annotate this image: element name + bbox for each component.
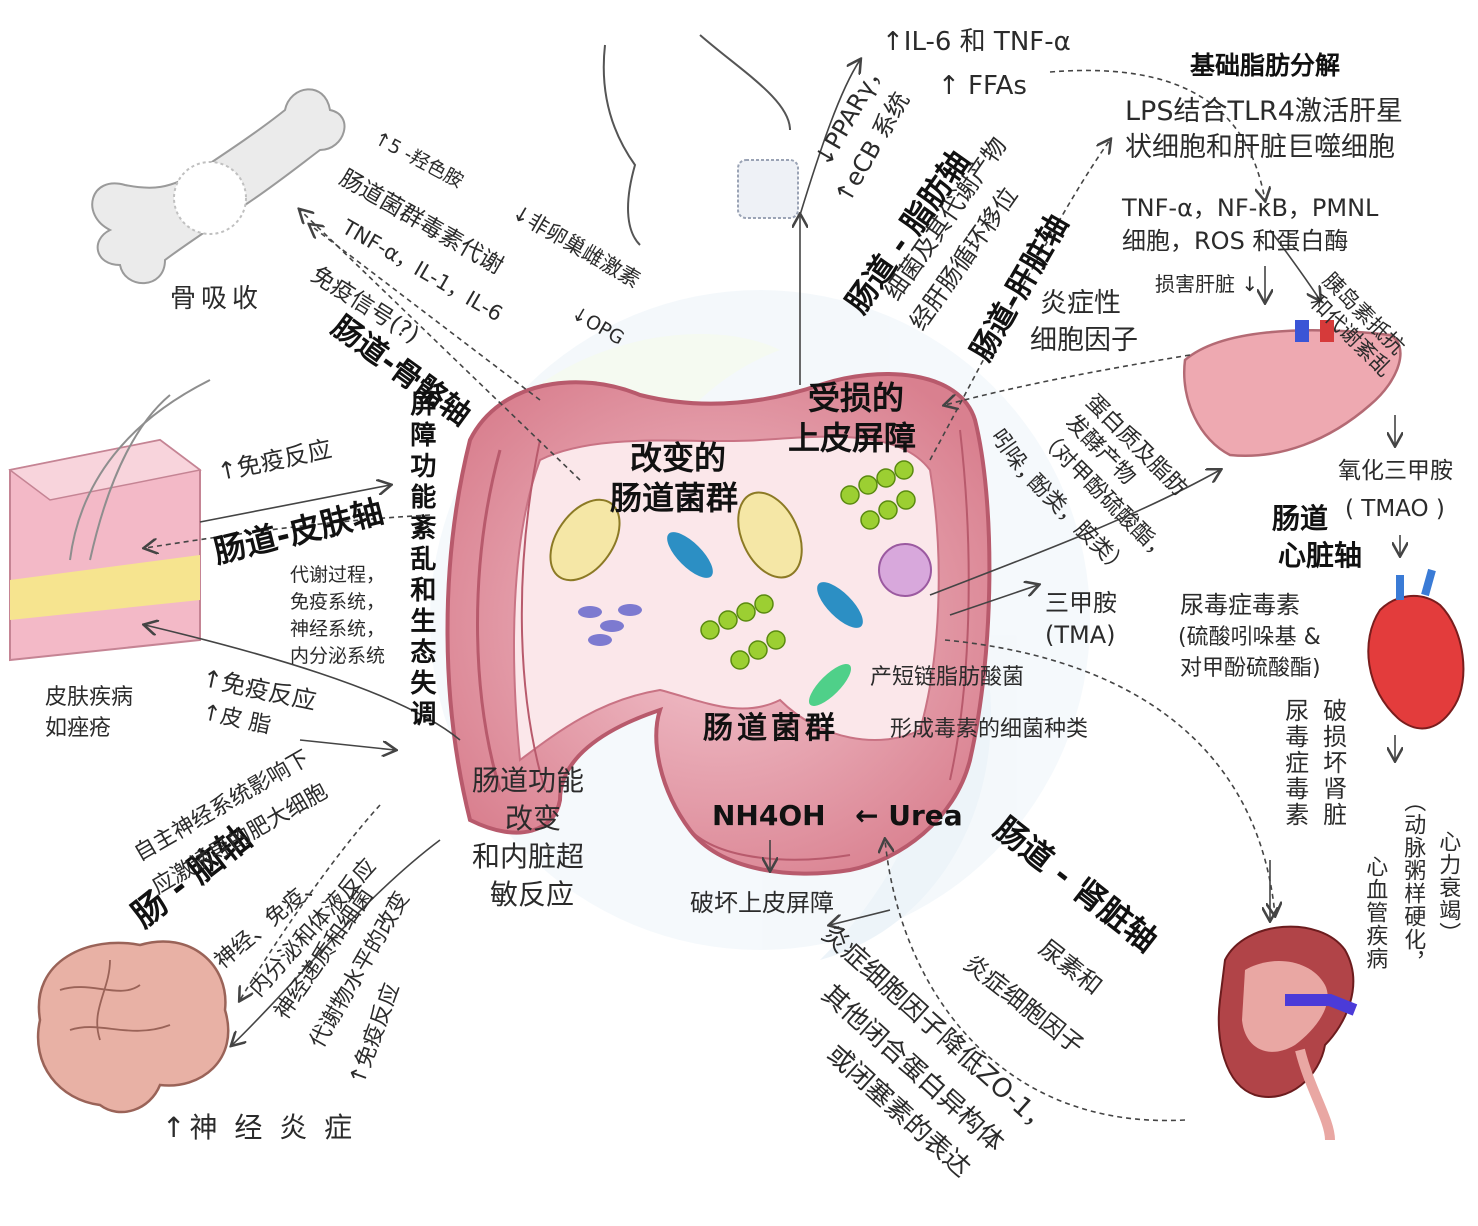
cvd-line2: （动脉粥样硬化， xyxy=(1400,790,1425,974)
liver-inflam-1: 炎症性 xyxy=(1040,288,1121,319)
liver-damage: 损害肝脏 ↓ xyxy=(1155,273,1258,296)
torso-illustration xyxy=(604,35,798,245)
skin-illustration xyxy=(10,380,210,660)
uremic-toxin-2: (硫酸吲哚基 & xyxy=(1178,625,1321,650)
liver-lps-2: 状细胞和肝脏巨噬细胞 xyxy=(1125,132,1395,163)
brain-illustration xyxy=(38,941,228,1112)
gut-function-line2: 改变 xyxy=(505,803,561,835)
bone-resorption-label: 骨吸收 xyxy=(170,285,263,315)
skin-systems-1: 代谢过程， xyxy=(290,565,385,587)
break-barrier-label: 破坏上皮屏障 xyxy=(690,890,834,918)
axis-gut-heart-1: 肠道 xyxy=(1272,503,1328,535)
skin-systems-4: 内分泌系统 xyxy=(290,646,385,668)
skin-disease-1: 皮肤疾病 xyxy=(45,685,133,710)
gut-function-line3: 和内脏超 xyxy=(472,841,584,873)
liver-tnf-2: 细胞，ROS 和蛋白酶 xyxy=(1122,228,1348,256)
gut-flora-label: 肠道菌群 xyxy=(703,712,839,747)
tma-line1: 三甲胺 xyxy=(1045,590,1117,618)
axis-gut-heart-2: 心脏轴 xyxy=(1278,540,1362,572)
tma-line2: (TMA) xyxy=(1045,622,1116,650)
uremic-toxin-1: 尿毒症毒素 xyxy=(1180,592,1300,620)
scfa-bacteria-label: 产短链脂肪酸菌 xyxy=(870,665,1024,690)
altered-flora-line1: 改变的 xyxy=(630,440,726,477)
liver-lipolysis-title: 基础脂肪分解 xyxy=(1190,52,1340,81)
nh4oh-label: NH4OH xyxy=(712,800,826,832)
barrier-dysfunction-label: 屏障功能紊乱和生态失调 xyxy=(405,390,435,731)
gut-function-line4: 敏反应 xyxy=(490,879,574,911)
cvd-line3: 心力衰竭） xyxy=(1435,830,1460,945)
uremic-toxin-3: 对甲酚硫酸酯) xyxy=(1180,656,1321,681)
skin-systems-2: 免疫系统， xyxy=(290,592,385,614)
damaged-barrier-line2: 上皮屏障 xyxy=(788,420,916,457)
skin-disease-2: 如痤疮 xyxy=(45,716,111,741)
altered-flora-line2: 肠道菌群 xyxy=(610,480,738,517)
kidney-illustration xyxy=(1219,927,1355,1140)
fat-ffas: ↑ FFAs xyxy=(938,72,1027,102)
tmao-line2: ( TMAO ) xyxy=(1345,496,1445,522)
bone-illustration xyxy=(92,89,344,283)
kidney-damage-1: 尿毒症毒素 xyxy=(1280,698,1308,828)
heart-illustration xyxy=(1368,570,1463,728)
liver-inflam-2: 细胞因子 xyxy=(1030,325,1138,356)
skin-systems-3: 神经系统， xyxy=(290,619,385,641)
tmao-line1: 氧化三甲胺 xyxy=(1338,458,1453,484)
gut-function-line1: 肠道功能 xyxy=(472,765,584,797)
liver-tnf-1: TNF-α，NF-κB，PMNL xyxy=(1122,195,1378,223)
urea-label: ← Urea xyxy=(855,800,963,832)
toxin-bacteria-label: 形成毒素的细菌种类 xyxy=(890,717,1088,742)
fat-il6-tnf: ↑IL-6 和 TNF-α xyxy=(882,28,1071,58)
liver-lps-1: LPS结合TLR4激活肝星 xyxy=(1125,96,1403,127)
damaged-barrier-line1: 受损的 xyxy=(808,380,904,417)
cvd-line1: 心血管疾病 xyxy=(1362,855,1387,970)
kidney-damage-2: 破损坏肾脏 xyxy=(1318,698,1346,828)
neuroinflammation-label: ↑神 经 炎 症 xyxy=(162,1112,356,1144)
